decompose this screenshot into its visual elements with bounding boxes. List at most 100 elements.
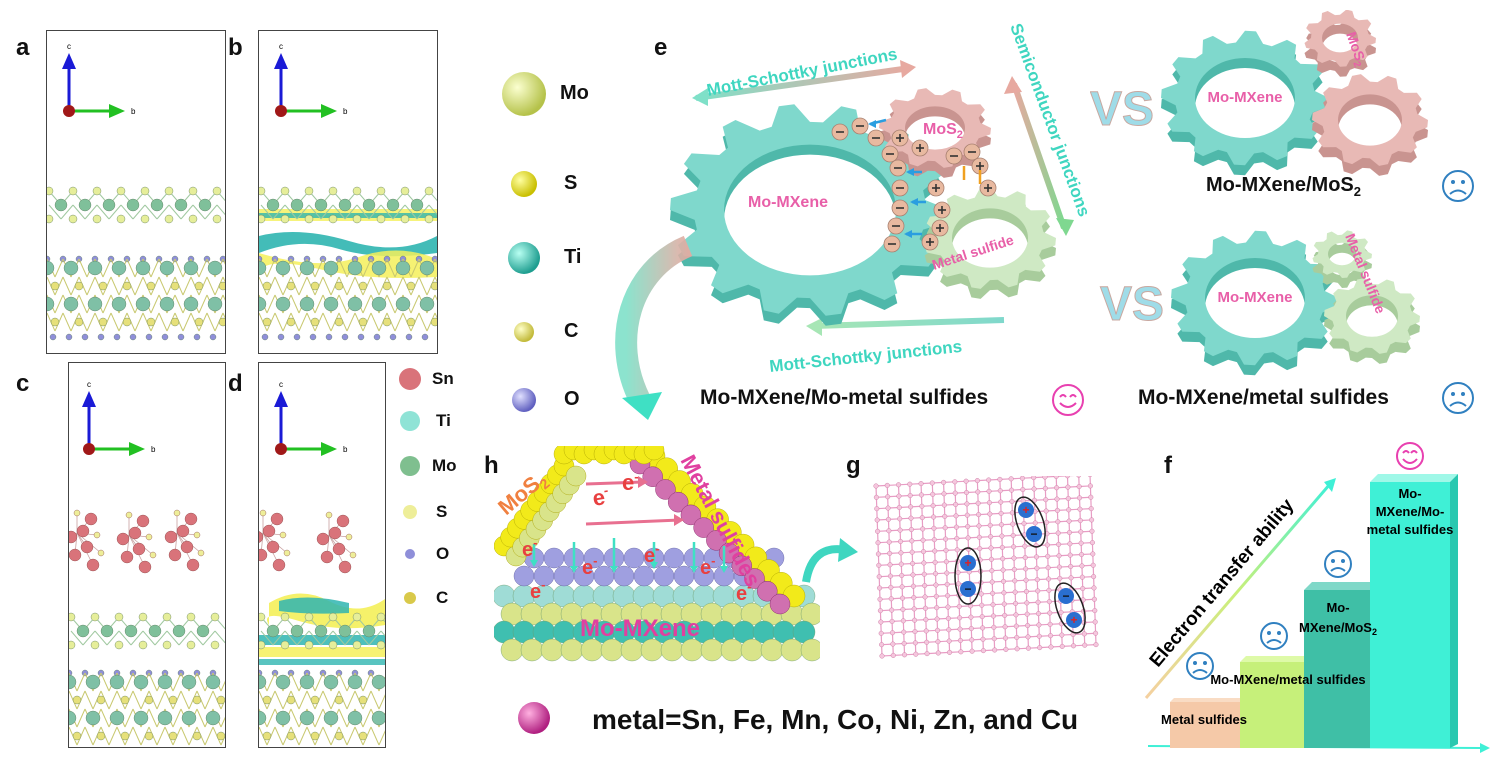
- svg-text:e-: e-: [530, 577, 545, 603]
- caption-mxene-mos2: Mo-MXene/MoS2: [1206, 174, 1362, 199]
- svg-text:e-: e-: [622, 469, 639, 495]
- panel-letter-a: a: [16, 34, 30, 61]
- step-4-label-line1: Mo-: [1398, 486, 1421, 501]
- axis-c-label: c: [279, 380, 283, 389]
- legend-o-label: O: [436, 544, 450, 563]
- comparison-mxene-metal: VS Mo-MXene Metal sulfide: [1100, 230, 1420, 376]
- legend-sn-label: Sn: [432, 369, 454, 388]
- mos2-gear: MoS2: [879, 88, 991, 178]
- dipole-1: + −: [954, 547, 982, 605]
- mott-schottky-arrow-top: [692, 60, 916, 106]
- c-atom-icon: [514, 322, 534, 342]
- panel-g-lattice: + − + − − +: [873, 476, 1099, 659]
- crystal-structure-c: c b: [69, 380, 225, 746]
- axis-b-label: b: [131, 107, 136, 116]
- crystal-panel-a: c b: [46, 30, 226, 354]
- sn-atom-icon: [399, 368, 421, 390]
- svg-text:Mo-MXene: Mo-MXene: [1218, 289, 1293, 306]
- legend-o-label: O: [564, 388, 580, 410]
- legend-bottom-swatches: [399, 368, 421, 604]
- crystal-structure-b: c b: [259, 42, 437, 341]
- crystal-panel-d: c b: [258, 362, 386, 748]
- caption-mxene-metal-sulfides: Mo-MXene/metal sulfides: [1138, 386, 1389, 409]
- axis-b-label: b: [343, 445, 348, 454]
- legend-bottom: Sn Ti Mo S O C: [396, 366, 476, 616]
- axis-c-label: c: [87, 380, 91, 389]
- panel-letter-e: e: [654, 34, 668, 61]
- metal-equation: metal=Sn, Fe, Mn, Co, Ni, Zn, and Cu: [592, 704, 1079, 735]
- caption-mo-metal-sulfides: Mo-MXene/Mo-metal sulfides: [700, 386, 989, 409]
- atom-lattice: [259, 509, 385, 746]
- svg-text:+: +: [964, 556, 971, 570]
- o-atom-icon: [512, 388, 536, 412]
- sad-face-icon: [1442, 170, 1474, 202]
- panel-e-main: Mott-Schottky junctions Semiconductor ju…: [615, 21, 1094, 420]
- svg-text:+: +: [1022, 503, 1029, 517]
- step-3-label-line2: MXene/MoS2: [1299, 620, 1377, 637]
- mxene-gear-small: Mo-MXene: [1161, 30, 1329, 176]
- panel-letter-b: b: [228, 34, 243, 61]
- legend-mo-label: Mo: [432, 456, 457, 475]
- axis-b-label: b: [343, 107, 348, 116]
- mott-schottky-label-bottom: Mott-Schottky junctions: [768, 337, 963, 376]
- gear-mxene-label: Mo-MXene: [748, 194, 828, 211]
- svg-text:e-: e-: [736, 579, 751, 605]
- axis-c-label: c: [279, 42, 283, 51]
- svg-text:−: −: [1062, 589, 1069, 603]
- metal-gear-small: [1312, 230, 1372, 288]
- panel-letter-d: d: [228, 370, 243, 397]
- crystal-structure-a: c b: [47, 42, 225, 341]
- lattice-grid: [873, 476, 1099, 659]
- legend-top-swatches: [502, 72, 546, 412]
- panel-letter-f: f: [1164, 452, 1172, 479]
- panel-letter-h: h: [484, 452, 499, 479]
- svg-text:e-: e-: [644, 541, 659, 567]
- panel-letter-g: g: [846, 452, 861, 479]
- mo-mxene-gear: Mo-MXene: [670, 104, 950, 326]
- o-atom-icon: [405, 549, 415, 559]
- panel-letter-c: c: [16, 370, 30, 397]
- axis-gizmo: c b: [62, 42, 136, 118]
- legend-mo-label: Mo: [560, 82, 589, 104]
- atom-lattice: [259, 186, 437, 341]
- atom-lattice: [47, 186, 225, 341]
- step-metal-sulfides: [1170, 698, 1244, 748]
- mott-schottky-arrow-bottom: [806, 317, 1005, 336]
- metal-sulfide-gear: Metal sulfide: [924, 186, 1056, 299]
- gear-mos2-label: MoS2: [923, 121, 963, 141]
- legend-ti-label: Ti: [436, 411, 451, 430]
- mxene-gear-small: Mo-MXene: [1171, 230, 1339, 376]
- crystal-panel-b: c b: [258, 30, 438, 354]
- panel-f-staircase: Electron transfer ability: [1144, 442, 1490, 753]
- legend-c-label: C: [436, 588, 449, 607]
- dipole-3: − +: [1054, 582, 1086, 634]
- h-mxene-label: Mo-MXene: [580, 615, 700, 642]
- step-mxene-mo-metal-sulfides: [1370, 474, 1458, 748]
- semiconductor-arrow: [1004, 76, 1074, 236]
- electron-arrows: [585, 476, 684, 526]
- panel-h-interface: e- e- e- e- e- e- e- e- MoS2 Metal sulfi…: [494, 446, 820, 662]
- ti-atom-icon: [508, 242, 540, 274]
- happy-face-icon: [1396, 442, 1424, 470]
- step-3-label-line1: Mo-: [1326, 600, 1349, 615]
- vs-label: VS: [1090, 83, 1154, 136]
- crystal-panel-c: c b: [68, 362, 226, 748]
- c-atom-icon: [404, 592, 416, 604]
- s-atom-icon: [403, 505, 417, 519]
- mo-atom-icon: [400, 456, 420, 476]
- sad-face-icon: [1324, 550, 1352, 578]
- interface-atoms: [494, 446, 820, 662]
- axis-b-label: b: [151, 445, 156, 454]
- atom-lattice: [69, 509, 225, 746]
- vs-label: VS: [1100, 278, 1164, 331]
- svg-text:e-: e-: [700, 553, 715, 579]
- svg-text:−: −: [964, 582, 971, 596]
- arrow-h-to-g: [802, 538, 858, 583]
- interface-charges: [831, 117, 997, 253]
- comparison-mxene-mos2: VS Mo-MXene MoS2: [1090, 10, 1428, 176]
- crystal-structure-d: c b: [259, 380, 385, 746]
- axis-gizmo: c b: [82, 380, 156, 456]
- electron-transfer-label: Electron transfer ability: [1146, 495, 1299, 671]
- mos2-gear-2: [1312, 74, 1428, 176]
- curved-arrow-to-h: [615, 235, 693, 420]
